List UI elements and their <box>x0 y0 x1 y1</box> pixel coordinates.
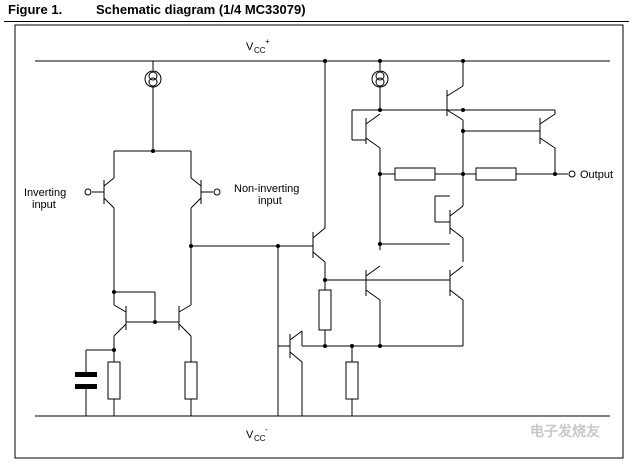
figure-header: Figure 1. Schematic diagram (1/4 MC33079… <box>4 0 629 18</box>
svg-text:CC: CC <box>254 46 266 55</box>
inverting-input-label-line1: Inverting <box>24 187 66 199</box>
capacitor-plate-top <box>75 372 97 377</box>
figure-title: Schematic diagram (1/4 MC33079) <box>96 2 306 17</box>
output-label: Output <box>580 169 613 181</box>
svg-text:V: V <box>246 429 254 441</box>
resistor-output-left <box>394 167 436 181</box>
inverting-input-label-line2: input <box>32 199 56 211</box>
noninverting-input-label-line1: Non-inverting <box>234 183 299 195</box>
diagram-frame <box>14 24 624 459</box>
current-source-left <box>144 70 162 88</box>
resistor-left <box>107 361 121 400</box>
svg-text:CC: CC <box>254 434 266 443</box>
figure-number: Figure 1. <box>8 2 63 17</box>
svg-text:+: + <box>265 37 270 46</box>
current-source-right <box>371 70 389 88</box>
resistor-output-right <box>475 167 517 181</box>
resistor-mirror-right <box>184 361 198 400</box>
watermark-text: 电子发烧友 <box>530 423 600 440</box>
noninverting-input-label-line2: input <box>258 195 282 207</box>
resistor-gain-stage <box>318 289 332 331</box>
resistor-bias-stage <box>345 361 359 400</box>
junction-dots <box>112 59 557 352</box>
svg-text:-: - <box>265 425 268 434</box>
vcc-negative-label: V CC - <box>246 425 268 443</box>
vcc-positive-label: V CC + <box>246 37 270 55</box>
svg-text:V: V <box>246 41 254 53</box>
header-rule <box>4 21 629 22</box>
capacitor-plate-bottom <box>75 384 97 389</box>
